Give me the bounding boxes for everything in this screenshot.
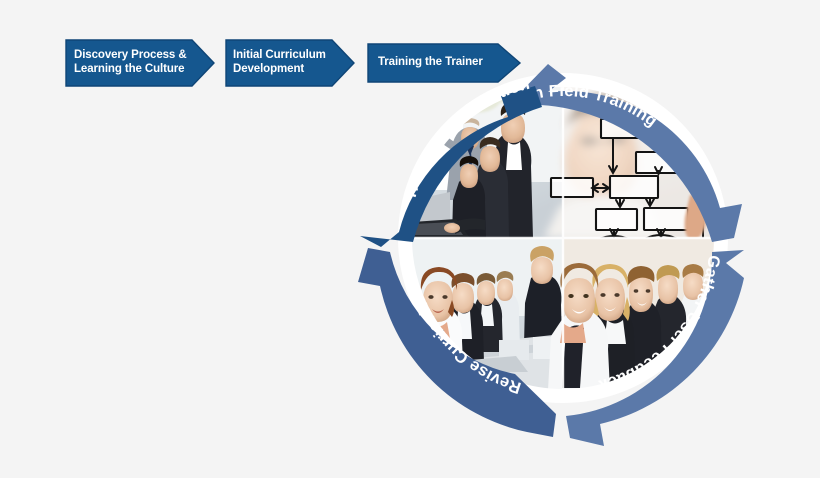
figures-audience — [548, 263, 710, 390]
step-initial-curriculum[interactable] — [225, 39, 355, 87]
photo-seams — [411, 86, 715, 390]
figure-background-standing — [524, 246, 562, 345]
step-discovery[interactable] — [65, 39, 215, 87]
figures-row — [411, 267, 520, 383]
step-training-trainer[interactable] — [367, 43, 522, 83]
photo-audience-smiling — [548, 238, 715, 390]
